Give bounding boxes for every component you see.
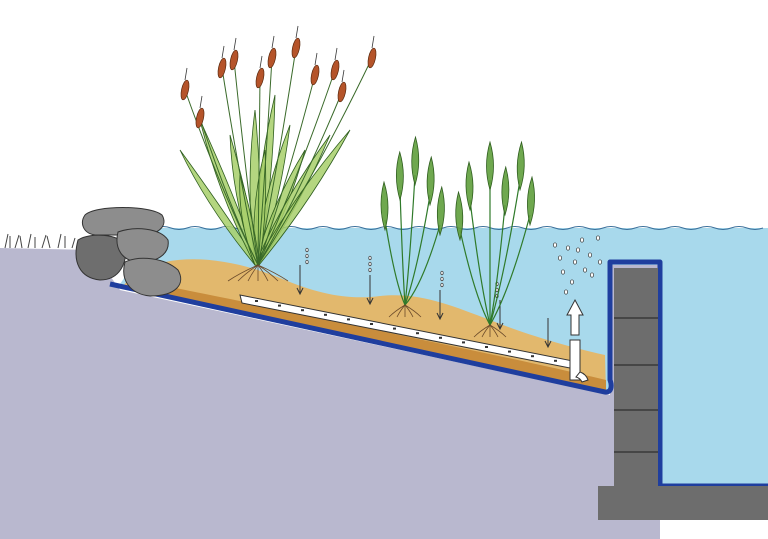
rock-pile-icon <box>75 207 182 297</box>
pump-arrow-icon <box>566 298 584 336</box>
cattail-plant-icon <box>179 25 377 282</box>
ground <box>0 248 660 539</box>
cattail-plant-icon <box>179 25 377 282</box>
pond-liner <box>109 259 768 489</box>
aquatic-plants <box>380 135 535 338</box>
aquatic-plant-icon <box>455 140 535 338</box>
swimming-water <box>610 228 768 488</box>
concrete-wall-icon <box>598 268 768 520</box>
perforated-pipe-icon <box>239 294 589 383</box>
aquatic-plant-icon <box>380 135 445 318</box>
grass-tuft <box>4 233 76 249</box>
